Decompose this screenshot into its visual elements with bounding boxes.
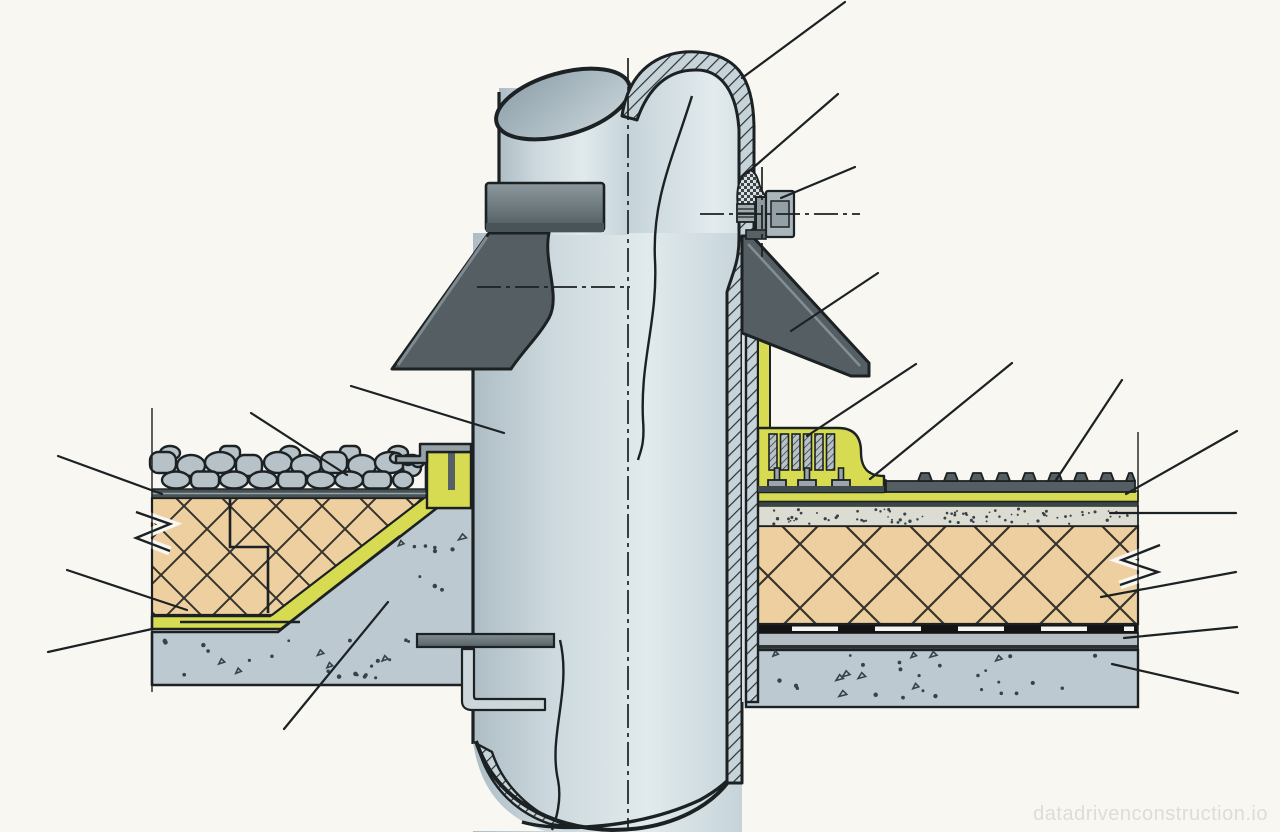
watermark: datadrivenconstruction.io [1033,803,1268,825]
pipe-open-top-ellipse [494,66,632,142]
centerlines [477,58,860,830]
upstand-cover-profile [394,442,473,465]
pipe-clamp-band-lip [486,223,604,232]
hood-left-highlight [396,236,489,366]
vapor-barrier-dashes [792,626,1134,631]
hood-right-highlight [747,243,861,367]
right-separating-line [746,645,1138,649]
profiled-surface-band [883,480,1136,493]
clamp-base-line [758,486,884,492]
leader-lines [46,0,1240,731]
membrane-protection-lines [180,535,401,624]
break-mark-left [132,510,174,553]
sleeve-foot-bracket [460,647,547,712]
hood-bracket [745,229,767,240]
concrete-speckles [162,532,469,680]
rain-hood-left [390,231,555,371]
bolt-thread-lines [738,208,754,218]
insulation-step-joint [228,498,270,613]
pipe-surface-wave-line-lower [550,639,565,831]
concrete-speckles [771,649,1098,700]
screed-speckles [772,507,1129,526]
right-protection-line [746,501,1138,507]
break-mark-right [1118,543,1162,587]
sleeve-gap [742,292,746,702]
right-concrete-deck [744,648,1140,709]
anchor-bar [415,632,556,649]
bottom-cutout [473,742,545,831]
sleeve-bottom-cut-edge [474,740,739,832]
right-roof-buildup [744,471,1173,709]
right-insulation-layer [744,524,1140,626]
profiled-surface-teeth [917,472,1136,482]
section-boundary-lines [151,408,1139,706]
gravel-ballast [148,444,426,490]
pipe-surface-wave-line [636,95,694,461]
vapor-barrier [746,624,1138,634]
pipe-assembly [390,50,886,832]
upstand-joint [448,452,455,490]
upstand-flange-section [744,290,760,704]
right-screed-layer [745,505,1139,527]
